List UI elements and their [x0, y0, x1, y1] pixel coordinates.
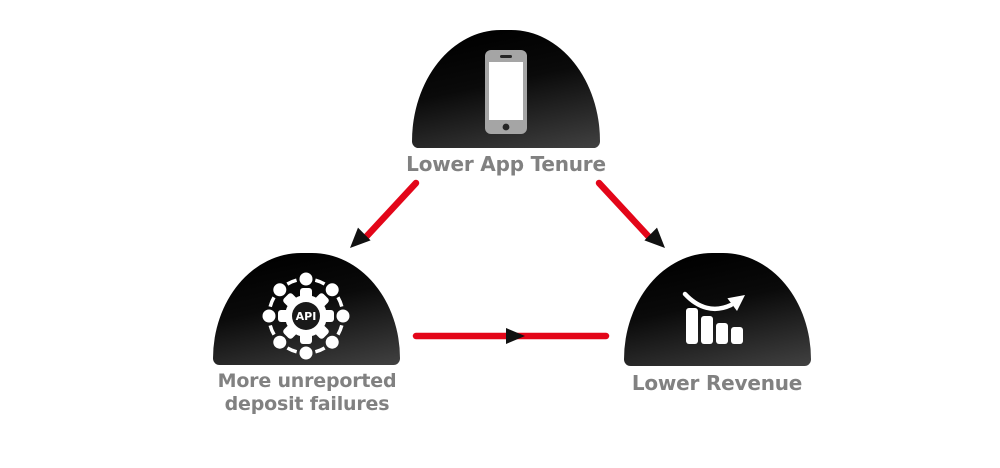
smartphone-icon	[485, 50, 527, 134]
arrow-tenure-to-revenue	[595, 179, 665, 248]
node-label-lower-revenue: Lower Revenue	[631, 371, 803, 395]
node-label-line-1: More unreported	[217, 370, 397, 392]
api-gear-icon: API	[262, 272, 350, 360]
api-icon-text: API	[296, 310, 317, 323]
arrow-tenure-to-failures	[350, 179, 420, 248]
node-label-lower-app-tenure: Lower App Tenure	[406, 152, 606, 176]
node-label-deposit-failures: More unreported deposit failures	[157, 370, 457, 416]
node-lower-app-tenure	[412, 30, 600, 148]
node-deposit-failures: API	[213, 253, 400, 365]
node-lower-revenue	[624, 253, 811, 366]
node-label-line-2: deposit failures	[224, 393, 390, 415]
declining-bar-chart-icon	[682, 291, 745, 344]
arrow-failures-to-revenue	[412, 328, 610, 344]
